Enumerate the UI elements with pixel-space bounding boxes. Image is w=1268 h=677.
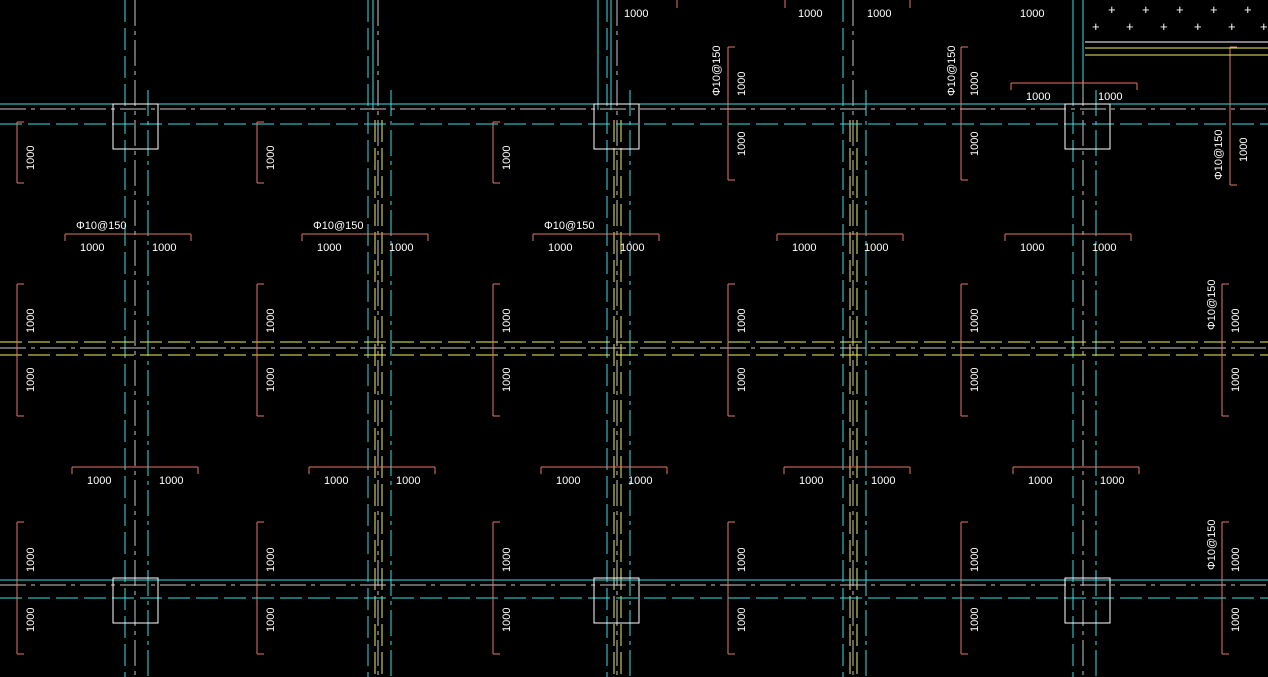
hatch-plus: + [1092, 19, 1100, 34]
dimension-label: 1000 [25, 548, 37, 572]
dimension-label: 1000 [501, 548, 513, 572]
dimension-label: 1000 [1230, 548, 1242, 572]
rebar-spec-label: Φ10@150 [946, 45, 958, 96]
dimension-label: 1000 [736, 548, 748, 572]
hatch-plus: + [1228, 19, 1236, 34]
dimension-label: 1000 [620, 242, 644, 254]
dimension-label: 1000 [87, 475, 111, 487]
dimension-label: 1000 [80, 242, 104, 254]
dimension-label: 1000 [736, 368, 748, 392]
dimension-label: 1000 [501, 608, 513, 632]
dimension-label: 1000 [628, 475, 652, 487]
dimension-label: 1000 [969, 548, 981, 572]
dimension-label: 1000 [624, 8, 648, 20]
dimension-label: 1000 [317, 242, 341, 254]
dimension-label: 1000 [969, 132, 981, 156]
dimension-label: 1000 [864, 242, 888, 254]
dimension-label: 1000 [871, 475, 895, 487]
dimension-label: 1000 [1092, 242, 1116, 254]
dimension-label: 1000 [736, 132, 748, 156]
rebar-spec-label: Φ10@150 [1213, 129, 1225, 180]
dimension-label: 1000 [1020, 242, 1044, 254]
dimension-label: 1000 [969, 608, 981, 632]
dimension-label: 1000 [1028, 475, 1052, 487]
dimension-label: 1000 [969, 368, 981, 392]
column-layer [112, 103, 1111, 624]
dimension-label: 1000 [792, 242, 816, 254]
dimension-label: 1000 [25, 608, 37, 632]
column [1064, 577, 1111, 624]
rebar-spec-label: Φ10@150 [711, 45, 723, 96]
dimension-label: 1000 [548, 242, 572, 254]
dimension-label: 1000 [798, 8, 822, 20]
dimension-label: 1000 [736, 72, 748, 96]
hatch-plus: + [1142, 2, 1150, 17]
dimension-label: 1000 [389, 242, 413, 254]
column [1064, 103, 1111, 150]
dimension-label: 1000 [152, 242, 176, 254]
hatch-plus: + [1176, 2, 1184, 17]
dimension-label: 1000 [265, 146, 277, 170]
column [593, 577, 640, 624]
hatch-plus: + [1244, 2, 1252, 17]
dimension-label: 1000 [1100, 475, 1124, 487]
dimension-label: 1000 [324, 475, 348, 487]
dimension-label: 1000 [265, 309, 277, 333]
hatch-plus: + [1210, 2, 1218, 17]
rebar-spec-label: Φ10@150 [1206, 279, 1218, 330]
dimension-label: 1000 [1230, 309, 1242, 333]
rebar-spec-label: Φ10@150 [76, 220, 127, 232]
dimension-label: 1000 [396, 475, 420, 487]
dimension-label: 1000 [1230, 608, 1242, 632]
dimension-label: 1000 [501, 368, 513, 392]
hatch-plus: + [1160, 19, 1168, 34]
dimension-label: 1000 [265, 368, 277, 392]
dimension-label: 1000 [1026, 91, 1050, 103]
dimension-label: 1000 [736, 309, 748, 333]
dimension-label: 1000 [799, 475, 823, 487]
dimension-label: 1000 [1020, 8, 1044, 20]
column [112, 103, 159, 150]
column [593, 103, 640, 150]
dimension-label: 1000 [1098, 91, 1122, 103]
rebar-spec-label: Φ10@150 [544, 220, 595, 232]
dimension-label: 1000 [25, 146, 37, 170]
hatch-plus: + [1108, 2, 1116, 17]
dimension-label: 1000 [501, 309, 513, 333]
dimension-label: 1000 [969, 72, 981, 96]
rebar-spec-label: Φ10@150 [313, 220, 364, 232]
dimension-label: 1000 [25, 368, 37, 392]
dimension-label: 1000 [1230, 368, 1242, 392]
dimension-label: 1000 [265, 548, 277, 572]
rebar-spec-label: Φ10@150 [1206, 519, 1218, 570]
hatch-plus: + [1194, 19, 1202, 34]
dimension-label: 1000 [501, 146, 513, 170]
dimension-label: 1000 [556, 475, 580, 487]
dimension-label: 1000 [25, 309, 37, 333]
column [112, 577, 159, 624]
dimension-label: 1000 [265, 608, 277, 632]
hatch-plus: + [1260, 19, 1268, 34]
dimension-label: 1000 [736, 608, 748, 632]
hatch-pattern-layer: + + + + + + + + + + + [1085, 2, 1268, 56]
dimension-label: 1000 [969, 309, 981, 333]
dimension-label: 1000 [159, 475, 183, 487]
hatch-plus: + [1126, 19, 1134, 34]
dimension-label: 1000 [867, 8, 891, 20]
dimension-label: 1000 [1238, 138, 1250, 162]
rebar-layer [16, 0, 1237, 655]
